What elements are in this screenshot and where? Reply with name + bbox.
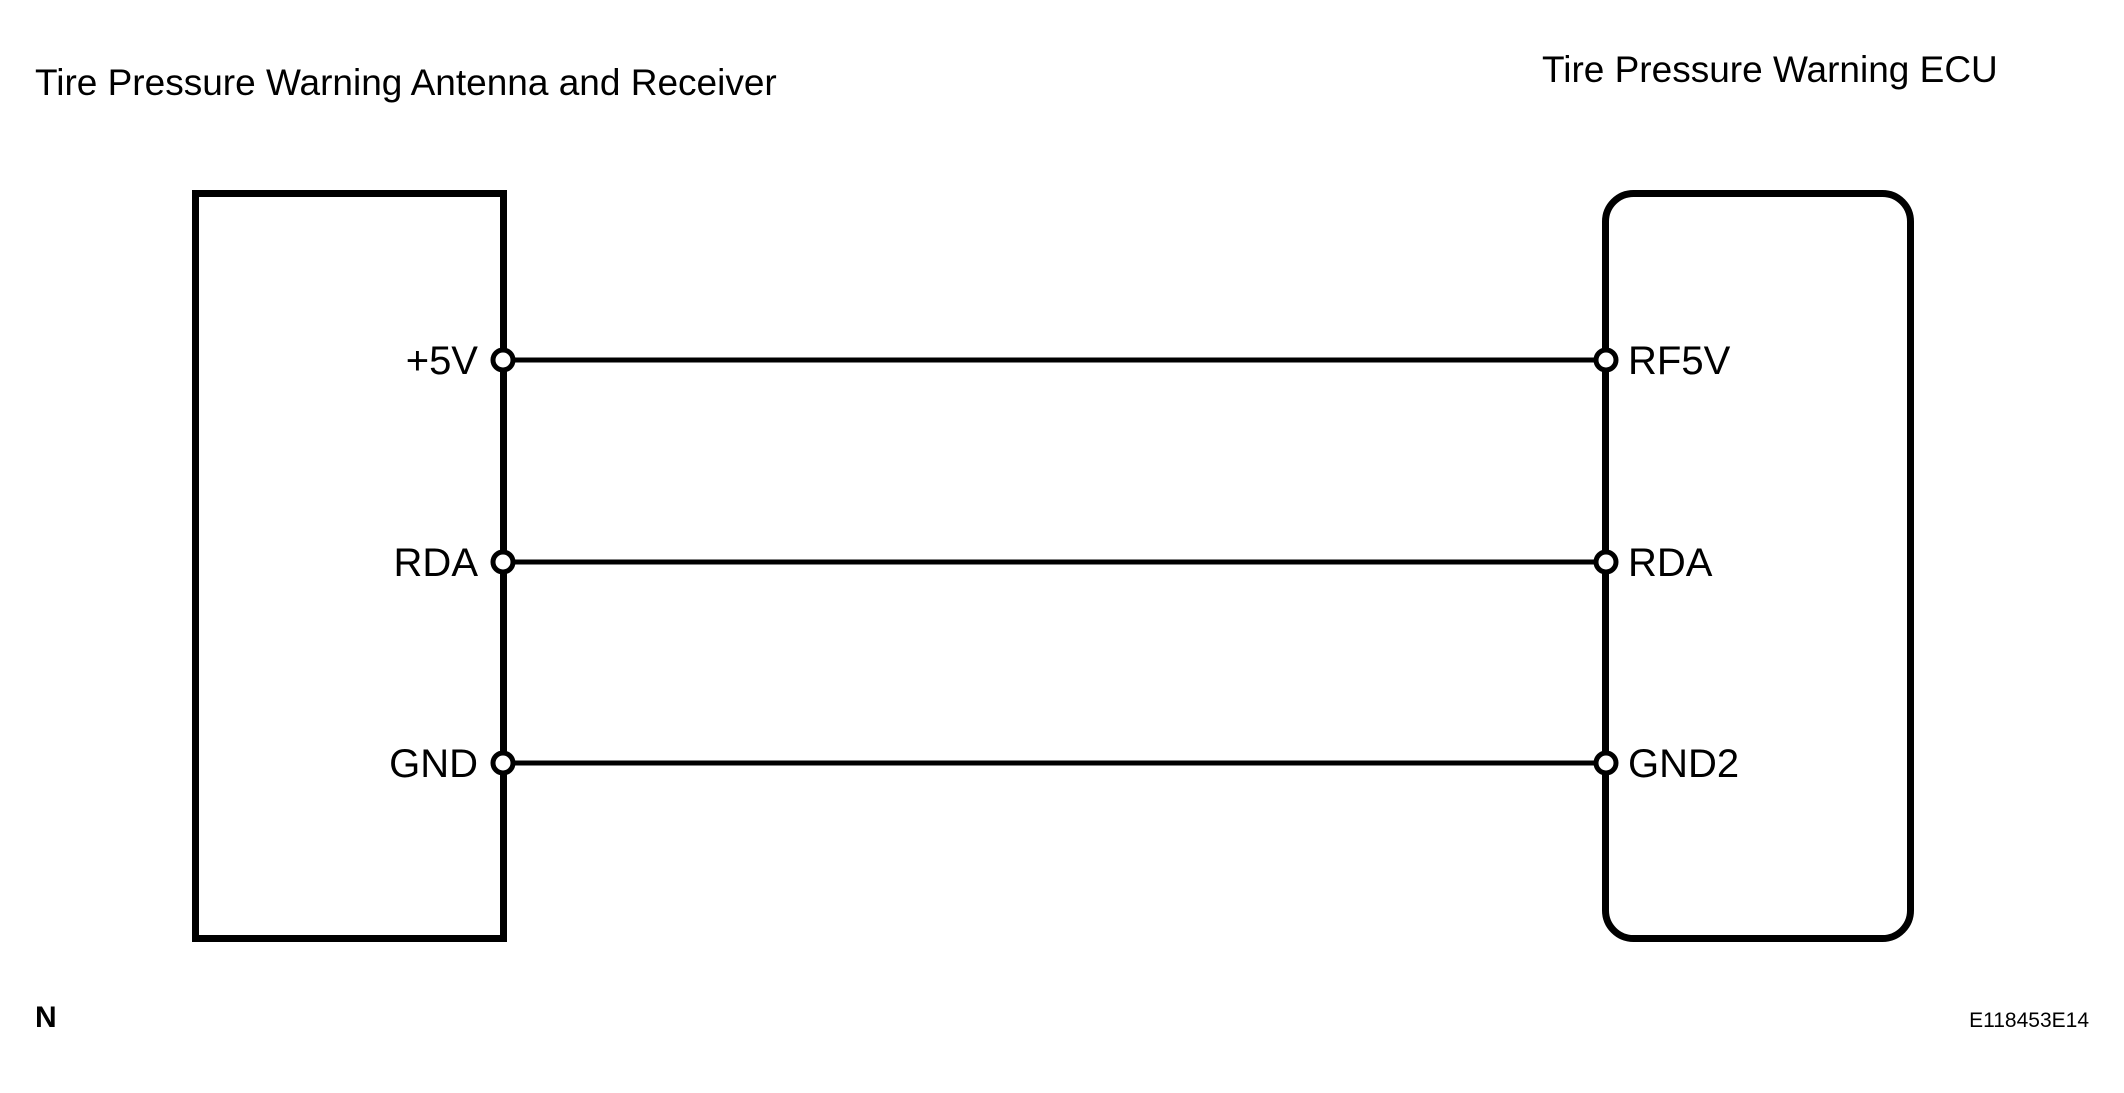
terminal-left-gnd <box>490 750 516 776</box>
pin-label-left-5v: +5V <box>406 339 479 383</box>
figure-reference-code: E118453E14 <box>1969 1009 2089 1032</box>
pin-label-right-rf5v: RF5V <box>1628 339 1731 383</box>
terminal-left-rda <box>490 549 516 575</box>
pin-label-left-gnd: GND <box>389 742 478 786</box>
terminal-left-5v <box>490 347 516 373</box>
pin-label-right-gnd2: GND2 <box>1628 742 1739 786</box>
right-component-title: Tire Pressure Warning ECU <box>1542 49 1998 90</box>
pin-label-right-rda: RDA <box>1628 541 1713 585</box>
terminal-right-rda <box>1593 549 1619 575</box>
terminal-right-gnd2 <box>1593 750 1619 776</box>
terminal-right-rf5v <box>1593 347 1619 373</box>
pin-label-left-rda: RDA <box>394 541 479 585</box>
footnote-marker-n: N <box>35 1001 57 1034</box>
left-component-title: Tire Pressure Warning Antenna and Receiv… <box>35 62 777 103</box>
